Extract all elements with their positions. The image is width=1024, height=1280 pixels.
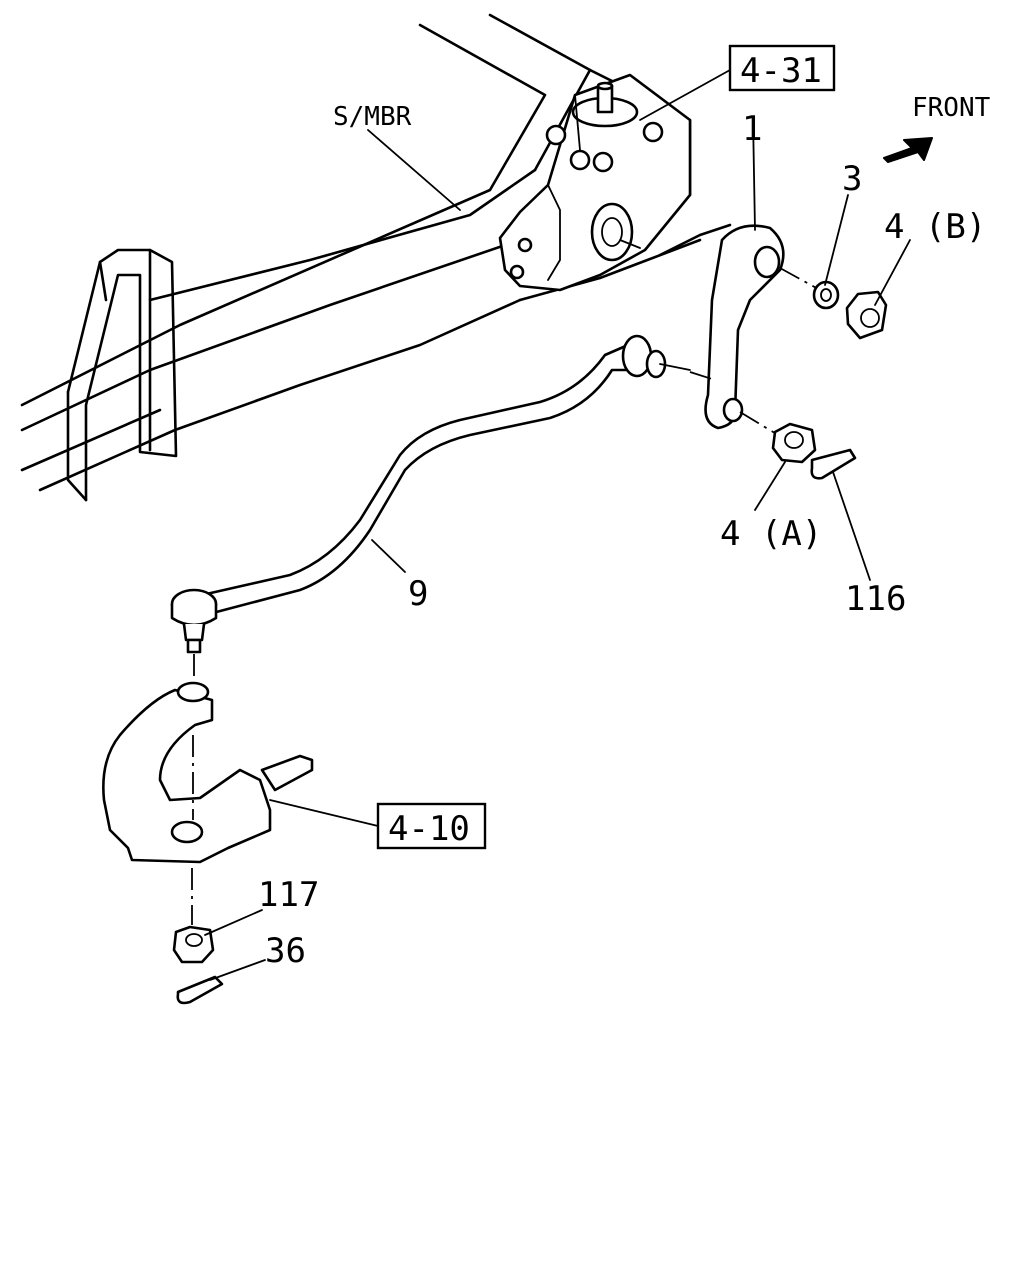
knuckle-arm bbox=[102, 681, 314, 925]
cotter-pin-36 bbox=[176, 975, 224, 1005]
castle-nut-117 bbox=[172, 925, 215, 964]
ref-label-4-10: 4-10 bbox=[388, 809, 470, 849]
part-label-3: 3 bbox=[842, 159, 862, 199]
nut-4b bbox=[845, 290, 888, 340]
steering-gear-box bbox=[498, 73, 692, 292]
ref-box-4-31 bbox=[728, 44, 836, 92]
part-label-4b: 4 (B) bbox=[884, 207, 986, 247]
part-label-36: 36 bbox=[265, 931, 306, 971]
cotter-pin-116 bbox=[810, 448, 857, 480]
side-member-label: S/MBR bbox=[333, 102, 412, 132]
part-label-1: 1 bbox=[742, 109, 762, 149]
part-label-9: 9 bbox=[408, 574, 428, 614]
washer-3 bbox=[812, 280, 840, 310]
part-label-117: 117 bbox=[258, 875, 319, 915]
part-label-116: 116 bbox=[845, 579, 906, 619]
pitman-arm bbox=[704, 224, 821, 436]
front-arrow-icon bbox=[883, 137, 933, 163]
drag-link-9 bbox=[170, 334, 716, 676]
ref-label-4-31: 4-31 bbox=[740, 51, 822, 91]
castle-nut-4a bbox=[771, 422, 817, 464]
leader-lines bbox=[204, 69, 911, 981]
front-label: FRONT bbox=[912, 93, 991, 123]
part-label-4a: 4 (A) bbox=[720, 514, 822, 554]
ref-box-4-10 bbox=[376, 802, 487, 850]
frame-side-member bbox=[20, 13, 732, 502]
